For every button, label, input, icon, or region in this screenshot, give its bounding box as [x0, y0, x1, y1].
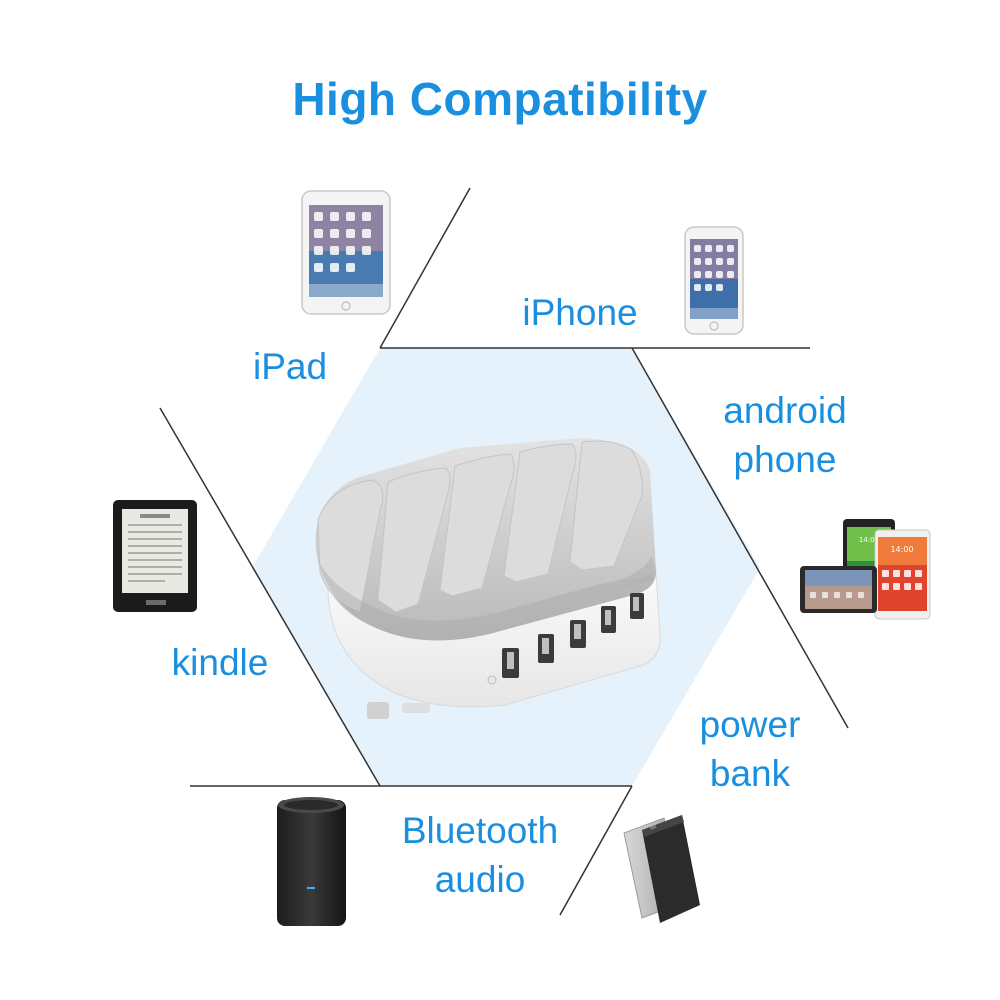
- bluetooth-audio-label-line-2: audio: [434, 859, 526, 900]
- page-title: High Compatibility: [292, 73, 708, 125]
- svg-text:14:00: 14:00: [859, 536, 879, 544]
- bluetooth-audio-label: Bluetooth audio: [380, 806, 580, 904]
- ipad-label: iPad: [252, 346, 328, 387]
- android-label-line-1: android: [723, 390, 847, 431]
- power-bank-label-line-2: bank: [709, 753, 791, 794]
- android-phone-label: android phone: [700, 386, 870, 484]
- kindle-label: kindle: [171, 642, 269, 683]
- usb-ports: [502, 593, 644, 678]
- android-label-line-2: phone: [733, 439, 837, 480]
- svg-text:14:00: 14:00: [890, 545, 913, 554]
- divider-bottom-right: [559, 785, 633, 916]
- divider-lines: [159, 187, 849, 916]
- android-phones-image: 14:00 14:00: [800, 519, 931, 620]
- power-bank-label: power bank: [680, 700, 820, 798]
- iphone-image: [684, 226, 744, 335]
- power-bank-label-line-1: power: [699, 704, 801, 745]
- bluetooth-audio-label-line-1: Bluetooth: [401, 810, 559, 851]
- divider-left-upper: [159, 407, 381, 787]
- bluetooth-speaker-image: [277, 797, 346, 926]
- kindle-image: [113, 500, 197, 612]
- iphone-label: iPhone: [522, 292, 638, 333]
- charging-station-image: [315, 438, 661, 719]
- divider-right-upper: [631, 347, 849, 729]
- divider-top-left: [379, 187, 471, 349]
- power-bank-image: [623, 815, 700, 923]
- ipad-image: [301, 190, 391, 315]
